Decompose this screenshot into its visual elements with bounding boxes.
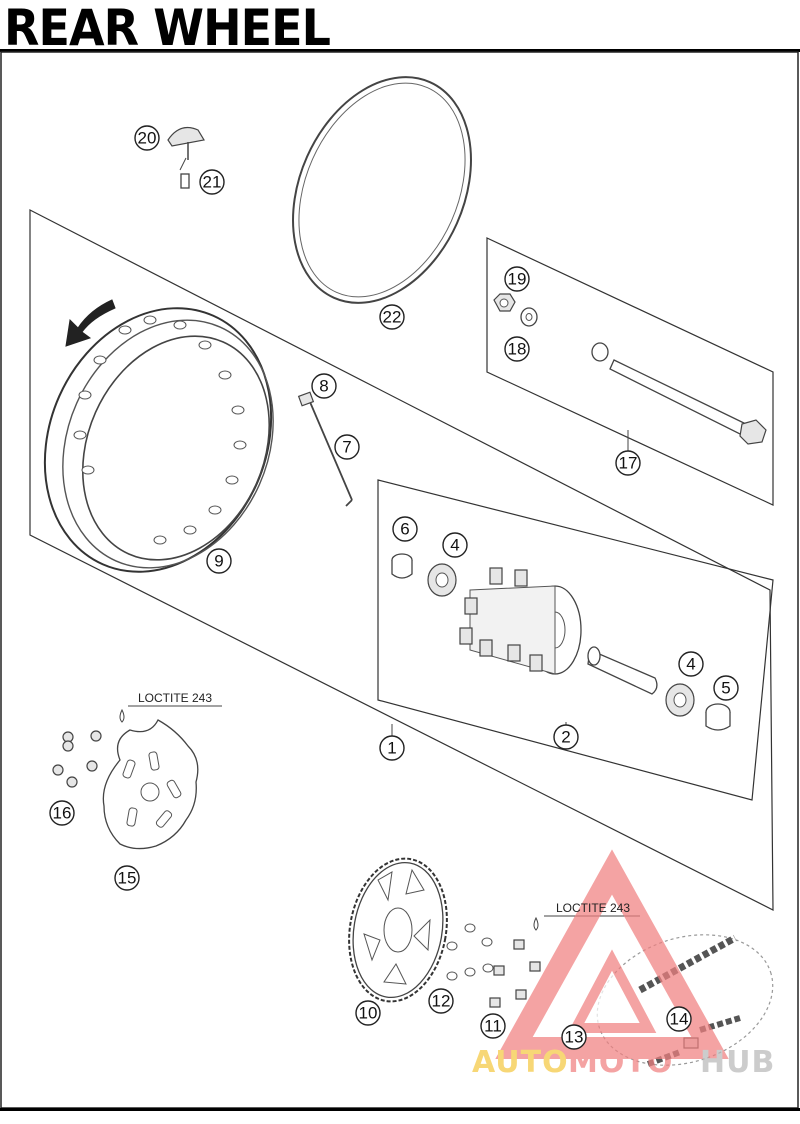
callout-8: 8: [311, 373, 337, 399]
loctite-drop-icon: [533, 916, 539, 931]
callout-13: 13: [561, 1024, 587, 1050]
callout-4-right: 4: [678, 651, 704, 677]
bearing-right-part: [665, 683, 695, 717]
callout-6: 6: [392, 516, 418, 542]
spacer-right-part: [705, 703, 731, 731]
callout-16: 16: [49, 800, 75, 826]
axle-panel: [486, 237, 774, 506]
watermark-text-3: HUB: [700, 1045, 775, 1080]
svg-text:20: 20: [138, 129, 157, 148]
callout-4-left: 4: [442, 532, 468, 558]
spoke-part: [309, 401, 353, 507]
svg-text:21: 21: [203, 173, 222, 192]
callout-19: 19: [504, 266, 530, 292]
callout-11: 11: [480, 1013, 506, 1039]
callout-18: 18: [504, 336, 530, 362]
loctite-note-upper: LOCTITE 243: [138, 691, 212, 705]
svg-text:2: 2: [561, 728, 570, 747]
disc-screws-part: [52, 730, 102, 788]
axle-nut-part: [493, 293, 516, 312]
brake-disc-part: [102, 719, 199, 850]
callout-5: 5: [713, 675, 739, 701]
loctite-drop-icon: [119, 708, 125, 723]
callout-21: 21: [199, 169, 225, 195]
hub-tube-part: [587, 646, 658, 695]
callout-20: 20: [134, 125, 160, 151]
svg-text:5: 5: [721, 679, 730, 698]
callout-1: 1: [379, 735, 405, 761]
spacer-left-part: [391, 553, 413, 579]
svg-text:17: 17: [619, 454, 638, 473]
svg-text:4: 4: [450, 536, 459, 555]
svg-text:11: 11: [484, 1017, 502, 1036]
sprocket-washers-part: [446, 923, 494, 981]
callout-7: 7: [334, 434, 360, 460]
rim-part: [43, 307, 274, 573]
callout-12: 12: [428, 988, 454, 1014]
svg-text:4: 4: [686, 655, 695, 674]
callout-2: 2: [553, 724, 579, 750]
svg-text:8: 8: [319, 377, 328, 396]
watermark-triangle-icon: [495, 849, 729, 1059]
wheel-assembly-panel: [29, 209, 774, 911]
svg-text:6: 6: [400, 520, 409, 539]
bottom-rule: [0, 1108, 800, 1111]
callout-14: 14: [666, 1006, 692, 1032]
svg-text:10: 10: [359, 1004, 378, 1023]
svg-text:15: 15: [118, 869, 137, 888]
svg-text:18: 18: [508, 340, 527, 359]
svg-text:7: 7: [342, 438, 351, 457]
svg-text:12: 12: [432, 992, 451, 1011]
sprocket-nuts-part: [489, 965, 527, 1008]
rotation-arrow-icon: [65, 299, 116, 347]
callout-15: 15: [114, 865, 140, 891]
svg-text:13: 13: [565, 1028, 584, 1047]
nipple-part: [297, 391, 315, 407]
page-title: REAR WHEEL: [4, 0, 331, 57]
title-rule: [0, 49, 800, 52]
callout-9: 9: [206, 548, 232, 574]
svg-text:22: 22: [383, 308, 402, 327]
watermark-text-2: MOTO: [568, 1045, 673, 1080]
svg-text:19: 19: [508, 270, 527, 289]
axle-part: [591, 342, 767, 445]
watermark-text-1: AUTO: [472, 1045, 569, 1080]
sprocket-bolts-part: [513, 939, 541, 972]
svg-text:14: 14: [670, 1010, 689, 1029]
washer-part: [520, 307, 538, 327]
callout-10: 10: [355, 1000, 381, 1026]
valve-cap-part: [167, 127, 205, 160]
hub-body-part: [459, 567, 582, 675]
svg-text:16: 16: [53, 804, 72, 823]
sprocket-part: [348, 857, 448, 1003]
svg-text:1: 1: [387, 739, 396, 758]
callout-17: 17: [615, 450, 641, 476]
valve-insert-part: [180, 173, 190, 189]
svg-text:9: 9: [214, 552, 223, 571]
bearing-left-part: [427, 563, 457, 597]
loctite-note-lower: LOCTITE 243: [556, 901, 630, 915]
rim-tape-part: [292, 76, 472, 304]
callout-22: 22: [379, 304, 405, 330]
watermark-logo: AUTO MOTO HUB: [472, 849, 775, 1080]
hub-panel: [377, 479, 774, 801]
